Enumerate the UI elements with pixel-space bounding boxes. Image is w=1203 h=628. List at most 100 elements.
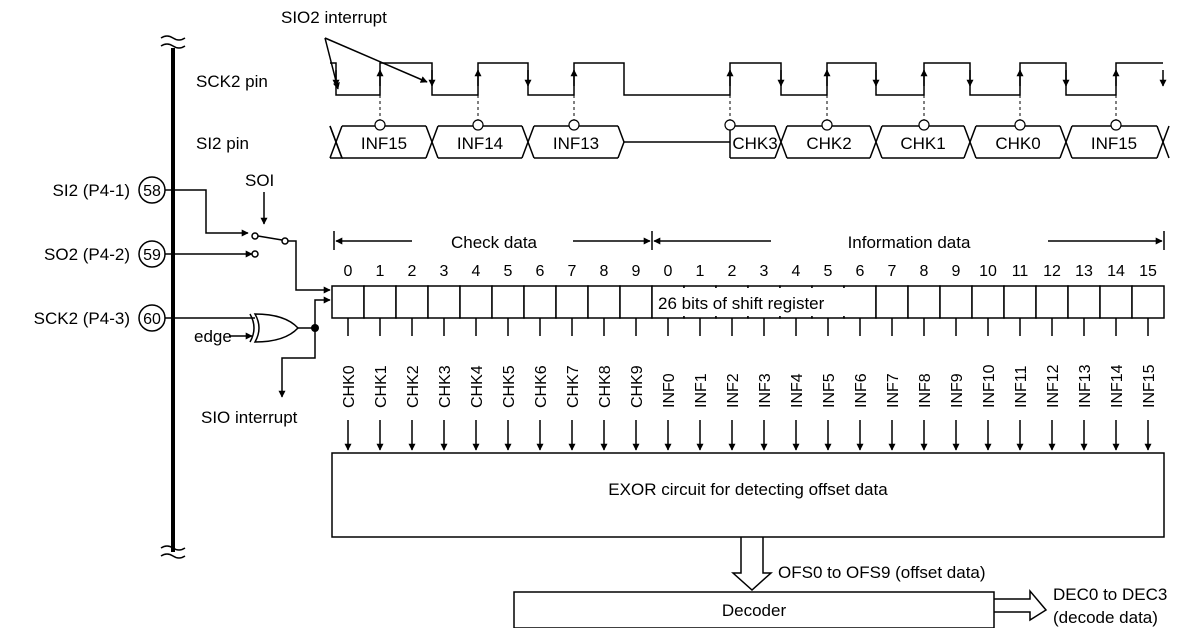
register-cell <box>395 285 429 319</box>
bit-number: 1 <box>696 263 705 280</box>
soi-switch <box>173 189 331 294</box>
bit-number: 3 <box>760 263 769 280</box>
bit-number: 13 <box>1075 263 1093 280</box>
register-output-label: CHK3 <box>437 365 454 408</box>
register-cell <box>491 285 525 319</box>
information-data-span <box>651 231 1165 250</box>
si2-bit-label: CHK1 <box>900 134 945 153</box>
edge-gate <box>173 296 331 398</box>
register-output-label: INF9 <box>949 373 966 408</box>
sck2-pin-label: SCK2 pin <box>196 72 268 91</box>
register-output-label: CHK0 <box>341 365 358 408</box>
register-output-label: CHK1 <box>373 365 390 408</box>
soi-label: SOI <box>245 171 274 190</box>
register-cell <box>939 285 973 319</box>
register-output-label: CHK4 <box>469 365 486 408</box>
sample-point-marker <box>568 119 580 131</box>
bit-number: 5 <box>824 263 833 280</box>
si2-bit-label: CHK0 <box>995 134 1040 153</box>
bit-number: 0 <box>344 263 353 280</box>
register-cell <box>1035 285 1069 319</box>
bit-number: 5 <box>504 263 513 280</box>
bit-number: 15 <box>1139 263 1157 280</box>
register-cell <box>587 285 621 319</box>
register-output-label: CHK2 <box>405 365 422 408</box>
register-output-label: INF12 <box>1045 364 1062 408</box>
register-cell <box>1131 285 1165 319</box>
sample-point-marker <box>724 119 736 131</box>
bit-number: 4 <box>472 263 481 280</box>
register-cell <box>459 285 493 319</box>
register-output-label: INF10 <box>981 364 998 408</box>
bit-number: 6 <box>536 263 545 280</box>
sck2-waveform <box>330 62 1163 96</box>
bit-number: 9 <box>632 263 641 280</box>
sample-point-marker <box>918 119 930 131</box>
decoder-box <box>513 591 995 628</box>
register-output-label: INF2 <box>725 373 742 408</box>
si2-bit-label: INF15 <box>1091 134 1137 153</box>
si2-bit-label: CHK2 <box>806 134 851 153</box>
sio2-interrupt-pointer-b <box>324 37 428 83</box>
register-cell <box>619 285 653 319</box>
exor-circuit-box <box>331 452 1165 538</box>
sck2-edge-arrows <box>332 69 1167 87</box>
register-cell <box>555 285 589 319</box>
break-mark-bottom <box>160 545 186 559</box>
bit-number: 3 <box>440 263 449 280</box>
bit-number: 0 <box>664 263 673 280</box>
register-cell <box>331 285 365 319</box>
pin-number: 60 <box>143 311 161 328</box>
sample-point-marker <box>472 119 484 131</box>
register-output-label: INF13 <box>1077 364 1094 408</box>
pin-name: SI2 (P4-1) <box>53 181 130 200</box>
bit-number: 7 <box>888 263 897 280</box>
offset-data-arrow <box>731 537 773 592</box>
bit-number: 8 <box>600 263 609 280</box>
sio-interrupt-label: SIO interrupt <box>201 408 298 427</box>
bit-number: 2 <box>408 263 417 280</box>
si2-bit-label: CHK3 <box>732 134 777 153</box>
register-output-label: CHK5 <box>501 365 518 408</box>
bit-number: 11 <box>1012 263 1029 280</box>
register-output-label: INF6 <box>853 373 870 408</box>
register-cell <box>1067 285 1101 319</box>
pin-number: 58 <box>143 183 161 200</box>
sample-point-marker <box>374 119 386 131</box>
register-cell <box>875 285 909 319</box>
register-cell <box>523 285 557 319</box>
offset-data-label: OFS0 to OFS9 (offset data) <box>778 563 986 582</box>
bit-number: 6 <box>856 263 865 280</box>
register-cell <box>363 285 397 319</box>
register-output-label: INF14 <box>1109 364 1126 408</box>
register-output-label: INF7 <box>885 373 902 408</box>
bit-number: 12 <box>1043 263 1061 280</box>
edge-label: edge <box>194 327 232 346</box>
register-output-label: INF3 <box>757 373 774 408</box>
si2-bit-label: INF14 <box>457 134 503 153</box>
bit-number: 9 <box>952 263 961 280</box>
sample-point-marker <box>1014 119 1026 131</box>
register-output-label: INF4 <box>789 373 806 408</box>
register-output-label: INF5 <box>821 373 838 408</box>
si2-bit-label: INF15 <box>361 134 407 153</box>
bit-number: 8 <box>920 263 929 280</box>
register-output-label: INF15 <box>1141 364 1158 408</box>
check-data-span <box>333 231 651 250</box>
register-output-label: INF8 <box>917 373 934 408</box>
register-output-label: INF1 <box>693 373 710 408</box>
exor-circuit-label: EXOR circuit for detecting offset data <box>608 480 888 499</box>
register-cell <box>1099 285 1133 319</box>
bit-number: 1 <box>376 263 385 280</box>
pin-number: 59 <box>143 247 161 264</box>
register-output-label: CHK7 <box>565 365 582 408</box>
register-cell <box>427 285 461 319</box>
register-output-label: CHK9 <box>629 365 646 408</box>
register-cell <box>1003 285 1037 319</box>
register-output-label: CHK6 <box>533 365 550 408</box>
